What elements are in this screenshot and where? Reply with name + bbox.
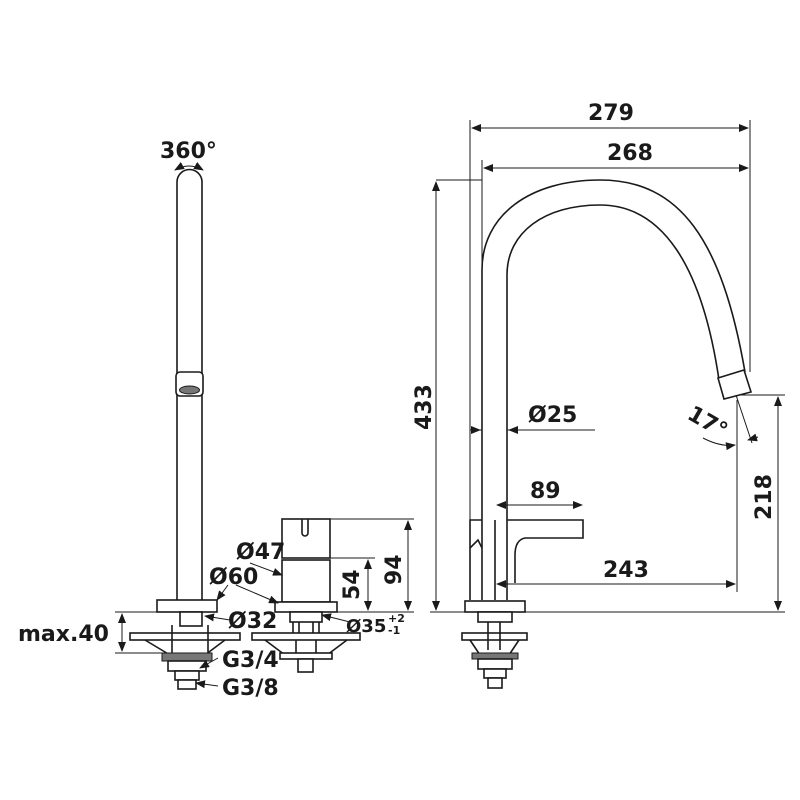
diameter-47-label: Ø47 — [236, 540, 285, 565]
max-depth-label: max.40 — [18, 622, 109, 647]
faucet-front-view — [430, 120, 785, 689]
g34-thread-label: G3/4 — [222, 648, 279, 673]
height-54-label: 54 — [340, 569, 365, 600]
reach-243-label: 243 — [603, 558, 649, 583]
spout-side-view — [115, 162, 241, 690]
height-218-label: 218 — [752, 474, 777, 520]
diameter-32-label: Ø32 — [228, 609, 277, 634]
angle-17-label: 17° — [683, 402, 732, 444]
lever-89-label: 89 — [530, 479, 561, 504]
height-433-label: 433 — [412, 384, 437, 430]
d35-tolerance-plus: +2 — [388, 612, 405, 625]
diameter-35-label: Ø35 — [346, 616, 386, 637]
width-279-label: 279 — [588, 101, 634, 126]
d35-tolerance-minus: -1 — [388, 624, 400, 637]
g38-thread-label: G3/8 — [222, 676, 279, 701]
diameter-25-label: Ø25 — [528, 403, 577, 428]
mixer-body — [195, 518, 414, 689]
width-268-label: 268 — [607, 141, 653, 166]
diameter-60-label: Ø60 — [209, 565, 258, 590]
height-94-label: 94 — [382, 554, 407, 585]
rotation-label: 360° — [160, 139, 217, 164]
